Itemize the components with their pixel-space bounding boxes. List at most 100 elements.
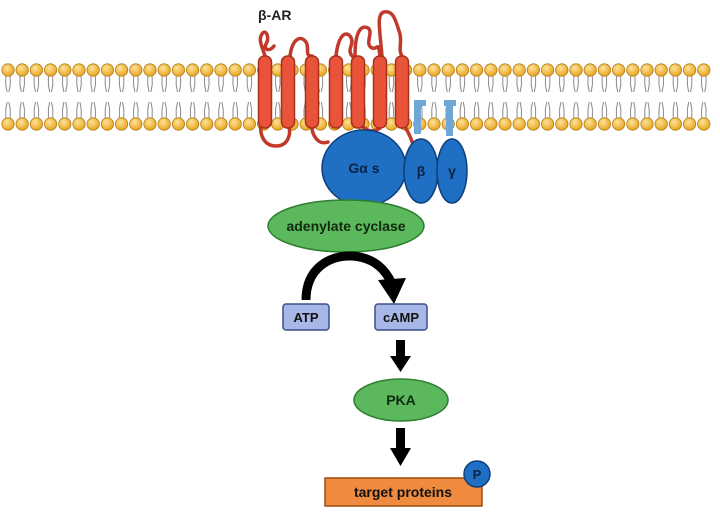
- lipid-tail: [615, 76, 619, 93]
- lipid-head: [143, 63, 157, 77]
- lipid-tail: [672, 101, 675, 118]
- lipid-tail: [161, 101, 164, 118]
- lipid-head: [58, 63, 72, 77]
- lipid-tail: [65, 76, 68, 93]
- lipid-tail: [136, 76, 139, 93]
- lipid-tail: [434, 76, 437, 93]
- lipid-head: [597, 117, 612, 131]
- lipid-heads: [1, 63, 711, 131]
- lipid-tail: [516, 101, 519, 118]
- lipid-head: [569, 117, 583, 131]
- lipid-tail: [686, 76, 690, 93]
- lipid-tail: [51, 76, 54, 93]
- lipid-head: [115, 63, 129, 77]
- receptor-helix: [394, 55, 410, 129]
- lipid-head: [611, 117, 626, 131]
- lipid-tail: [505, 101, 508, 118]
- lipid-tail: [193, 76, 196, 93]
- lipid-tail: [573, 101, 576, 118]
- lipid-tail: [417, 76, 420, 93]
- pka: [353, 378, 449, 422]
- lipid-tail: [619, 101, 622, 118]
- lipid-head: [171, 117, 185, 131]
- lipid-tail: [502, 76, 505, 93]
- atp-box: [282, 303, 330, 331]
- receptor-helix: [280, 55, 296, 129]
- lipid-tail: [275, 101, 278, 118]
- receptor-helix: [350, 55, 366, 129]
- lipid-head: [157, 63, 171, 77]
- lipid-tail: [175, 101, 178, 118]
- g-gamma-label: γ: [448, 163, 456, 179]
- camp-box: [374, 303, 428, 331]
- lipid-tail: [601, 101, 604, 118]
- lipid-tail: [590, 76, 593, 93]
- lipid-head: [15, 63, 29, 77]
- lipid-head: [697, 63, 711, 77]
- lipid-tail: [459, 101, 462, 118]
- lipid-tail: [388, 76, 391, 93]
- lipid-head: [668, 63, 683, 77]
- lipid-tail: [661, 101, 664, 118]
- lipid-tail: [47, 76, 51, 93]
- lipid-head: [583, 63, 597, 77]
- lipid-head: [654, 117, 668, 131]
- lipid-bilayer: [1, 63, 711, 131]
- pka-to-target-arrow-head: [390, 448, 411, 466]
- lipid-tail: [346, 76, 349, 93]
- lipid-tail: [5, 101, 8, 118]
- receptor-helix: [257, 55, 273, 129]
- atp-label: ATP: [293, 310, 318, 325]
- lipid-tail: [107, 101, 111, 118]
- lipid-tails: [5, 76, 707, 118]
- lipid-head: [228, 117, 242, 131]
- lipid-tail: [701, 101, 704, 118]
- conversion-arrow: [301, 251, 397, 301]
- lipid-tail: [118, 76, 122, 93]
- lipid-tail: [445, 76, 448, 93]
- lipid-tail: [473, 76, 477, 93]
- lipid-head: [29, 117, 44, 131]
- lipid-tail: [431, 101, 434, 118]
- lipid-head: [72, 63, 86, 77]
- lipid-tail: [658, 101, 661, 118]
- lipid-head: [58, 117, 72, 131]
- lipid-tail: [590, 101, 593, 118]
- lipid-tail: [704, 76, 707, 93]
- lipid-head: [654, 63, 668, 77]
- g-alpha-label: Gα s: [348, 160, 379, 176]
- gamma-anchor-cap: [444, 100, 456, 106]
- lipid-tail: [488, 101, 491, 118]
- lipid-head: [129, 117, 143, 131]
- lipid-tail: [516, 76, 519, 93]
- lipid-head: [555, 117, 569, 131]
- lipid-tail: [122, 101, 125, 118]
- lipid-tail: [346, 101, 349, 118]
- lipid-head: [498, 63, 512, 77]
- lipid-tail: [462, 101, 466, 118]
- lipid-tail: [207, 76, 210, 93]
- lipid-tail: [434, 101, 437, 118]
- lipid-tail: [548, 76, 551, 93]
- lipid-tail: [5, 76, 8, 93]
- phosphate-group: [463, 460, 491, 488]
- lipid-tail: [320, 76, 324, 93]
- lipid-tail: [175, 76, 178, 93]
- lipid-tail: [150, 76, 153, 93]
- lipid-tail: [544, 76, 548, 93]
- lipid-tail: [90, 76, 93, 93]
- lipid-head: [526, 63, 541, 77]
- lipid-tail: [235, 76, 238, 93]
- lipid-tail: [320, 101, 324, 118]
- conversion-arrow-head: [378, 278, 406, 304]
- lipid-tail: [76, 76, 79, 93]
- pka-label: PKA: [386, 392, 416, 408]
- lipid-tail: [232, 76, 235, 93]
- lipid-tail: [644, 76, 647, 93]
- lipid-tail: [462, 76, 466, 93]
- receptor-helix: [372, 55, 388, 129]
- lipid-tail: [630, 76, 633, 93]
- lipid-tail: [601, 76, 604, 93]
